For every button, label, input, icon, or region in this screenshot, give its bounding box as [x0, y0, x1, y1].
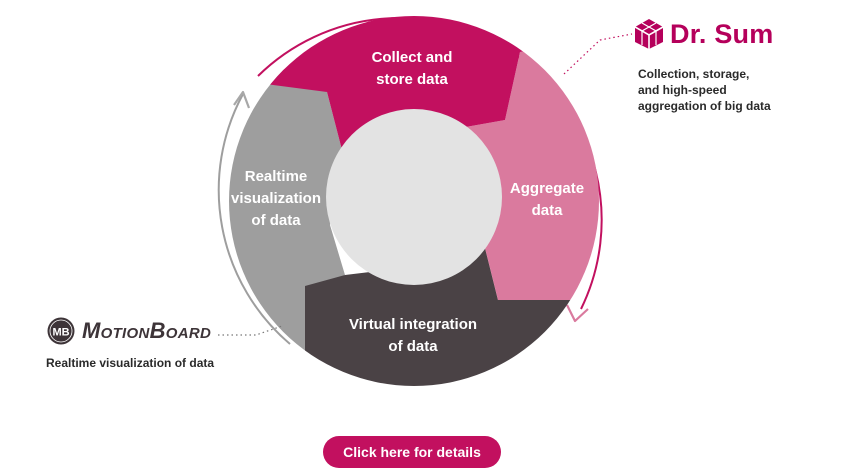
gray-cycle-arrow	[217, 93, 291, 345]
label-virtual: Virtual integration of data	[349, 316, 477, 355]
segment-label-line: data	[532, 202, 564, 219]
segment-label-line: of data	[388, 338, 438, 355]
drsum-description-line: Collection, storage,	[638, 67, 750, 81]
pink-arrow-head-icon	[566, 304, 589, 323]
drsum-description-line: aggregation of big data	[638, 99, 771, 113]
mb-badge-text: MB	[52, 327, 69, 339]
segment-label-line: Virtual integration	[349, 316, 477, 333]
motionboard-name: MotionBoard	[82, 318, 212, 343]
center-circle	[326, 109, 502, 285]
segment-label-line: Aggregate	[510, 180, 584, 197]
motionboard-description: Realtime visualization of data	[46, 356, 215, 370]
segment-aggregate	[460, 40, 599, 300]
drsum-name: Dr. Sum	[670, 18, 774, 49]
cube-icon	[634, 19, 664, 49]
drsum-description-line: and high-speed	[638, 83, 727, 97]
label-aggregate: Aggregate data	[510, 180, 584, 219]
drsum-brand: Dr. Sum	[634, 18, 773, 50]
motionboard-brand: MB MotionBoard	[46, 316, 211, 346]
drsum-leader-line	[563, 33, 633, 75]
label-collect: Collect and store data	[372, 49, 453, 88]
segment-label-line: visualization	[231, 190, 321, 207]
segment-label-line: Collect and	[372, 49, 453, 66]
gray-arrow-head-icon	[233, 90, 251, 109]
segment-label-line: store data	[376, 71, 448, 88]
segment-label-line: of data	[251, 212, 301, 229]
drsum-description: Collection, storage, and high-speed aggr…	[638, 66, 838, 114]
details-button[interactable]: Click here for details	[323, 436, 501, 468]
mb-logo-icon: MB	[47, 317, 75, 345]
segment-label-line: Realtime	[245, 168, 308, 185]
label-realtime: Realtime visualization of data	[231, 168, 321, 229]
